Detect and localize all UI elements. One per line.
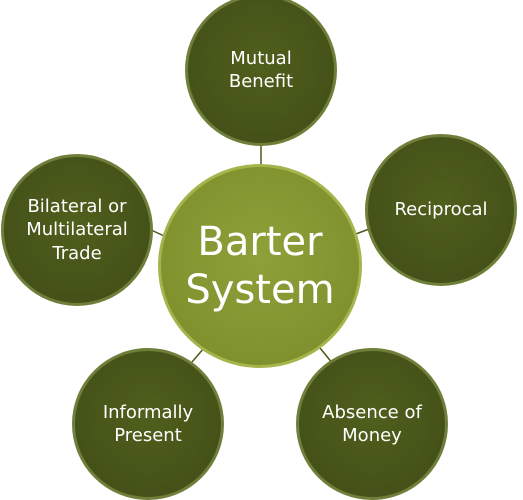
node-bilateral-trade-label: Bilateral or Multilateral Trade: [26, 196, 128, 264]
node-mutual-benefit: Mutual Benefit: [185, 0, 337, 146]
node-absence-of-money-label: Absence of Money: [322, 401, 422, 446]
node-absence-of-money: Absence of Money: [296, 348, 448, 500]
node-informally-present: Informally Present: [72, 348, 224, 500]
node-reciprocal-label: Reciprocal: [394, 199, 488, 221]
node-barter-system: Barter System: [158, 164, 362, 368]
node-mutual-benefit-label: Mutual Benefit: [228, 47, 294, 92]
node-informally-present-label: Informally Present: [102, 401, 194, 446]
node-reciprocal: Reciprocal: [365, 134, 517, 286]
center-label: Barter System: [185, 219, 335, 313]
node-bilateral-trade: Bilateral or Multilateral Trade: [1, 154, 153, 306]
